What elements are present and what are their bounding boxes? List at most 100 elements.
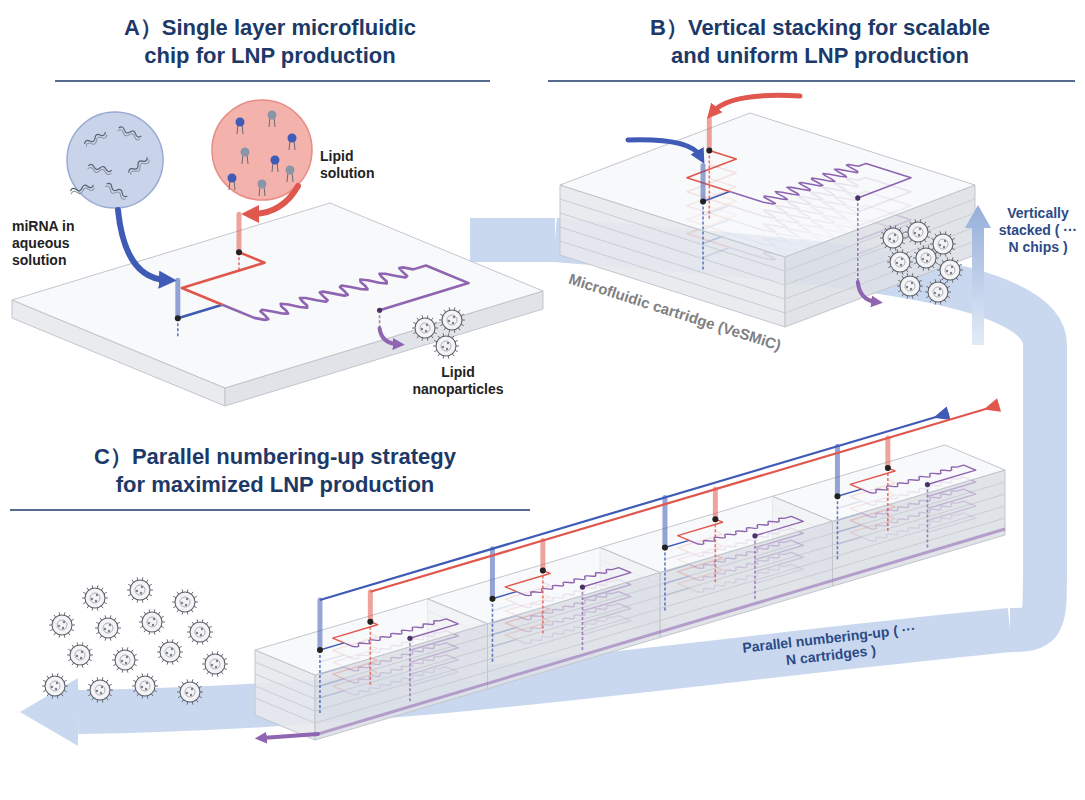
nanoparticle-cargo — [201, 628, 203, 630]
nanoparticle-cargo — [896, 262, 898, 264]
channel-layer — [474, 556, 631, 607]
nanoparticle-core — [95, 685, 105, 695]
feed-through-line — [927, 484, 929, 549]
lipid-nanoparticle — [177, 679, 203, 704]
nanoparticle-cargo — [452, 322, 454, 324]
inlet-port — [700, 199, 706, 205]
nanoparticle-cargo — [141, 686, 143, 688]
feed-through-line — [542, 570, 544, 635]
nanoparticle-cargo — [136, 590, 138, 592]
nanoparticle-cargo — [421, 328, 423, 330]
nanoparticle-core — [195, 627, 205, 637]
nanoparticle-cargo — [215, 666, 217, 668]
nanoparticle-cargo — [81, 651, 83, 653]
feed-through-line — [319, 650, 321, 715]
feed-through-line — [708, 150, 710, 220]
annotation-label: Vertically stacked ( ··· N chips ) — [994, 205, 1082, 256]
inlet-tube — [885, 438, 890, 468]
inlet-port — [489, 596, 495, 602]
mirna-strand — [70, 183, 95, 196]
mirna-strand — [87, 164, 112, 175]
lipid-head — [258, 180, 267, 189]
nanoparticle-shell — [415, 318, 435, 338]
nanoparticle-shell — [130, 580, 150, 600]
nanoparticle-cargo — [943, 246, 945, 248]
nanoparticle-cargo — [171, 648, 173, 650]
nanoparticle-cargo — [56, 682, 58, 684]
nanoparticle-cargo — [426, 324, 428, 326]
flow-arrow — [858, 282, 876, 302]
nanoparticle-core — [147, 617, 157, 627]
mirna-strand-line — [85, 133, 108, 148]
panel-heading: B）Vertical stacking for scalable and uni… — [570, 14, 1070, 69]
microchannel — [703, 191, 730, 201]
microchannel — [689, 513, 803, 549]
nanoparticle-cargo — [146, 682, 148, 684]
nanoparticle-shell — [135, 676, 155, 696]
nanoparticle-cargo — [148, 622, 150, 624]
heading-underline — [548, 80, 1075, 82]
lipid-molecule — [288, 134, 297, 151]
chip-layer-edge — [255, 672, 488, 723]
nanoparticle-cargo — [919, 228, 921, 230]
lipid-molecule — [258, 180, 267, 197]
annotation-label: miRNA in aqueous solution — [12, 218, 96, 269]
flow-band-connector — [545, 218, 555, 262]
nanoparticle-shell — [115, 650, 135, 670]
nanoparticle-cargo — [190, 694, 192, 696]
microchannel — [665, 588, 689, 595]
inlet-port — [540, 567, 546, 573]
feed-through-line — [702, 202, 704, 272]
nanoparticle-cargo — [894, 234, 896, 236]
nanoparticle-cargo — [152, 624, 154, 626]
nanoparticle-core — [210, 659, 220, 669]
nanoparticle-cargo — [191, 688, 193, 690]
lipid-molecule — [228, 174, 237, 191]
microchannel — [492, 592, 516, 599]
lipid-nanoparticle — [937, 257, 963, 282]
nanoparticle-cargo — [911, 282, 913, 284]
microchannel — [178, 305, 223, 319]
nanoparticle-core — [50, 681, 60, 691]
feed-through-line — [715, 519, 717, 584]
feed-through-line — [887, 468, 889, 533]
heading-underline — [55, 80, 490, 82]
mirna-strand-line — [129, 158, 150, 176]
feed-through-line — [379, 310, 381, 328]
channel-layer — [646, 505, 803, 556]
nanoparticle-cargo — [125, 662, 127, 664]
nanoparticle-cargo — [938, 294, 940, 296]
inlet-port — [367, 619, 373, 625]
nanoparticle-core — [420, 323, 430, 333]
feed-through-line — [837, 496, 839, 561]
lipid-nanoparticle — [49, 612, 75, 637]
nanoparticle-core — [90, 593, 100, 603]
panel: A）Single layer microfluidic chip for LNP… — [0, 0, 545, 410]
lipid-head — [271, 156, 280, 165]
nanoparticle-cargo — [76, 655, 78, 657]
nanoparticle-cargo — [95, 600, 97, 602]
mirna-strand — [128, 156, 151, 177]
nanoparticle-cargo — [181, 602, 183, 604]
lipid-molecule — [236, 118, 245, 135]
nanoparticle-cargo — [934, 292, 936, 294]
nanoparticle-shell — [442, 310, 462, 330]
annotation-label: Lipid nanoparticles — [403, 364, 513, 398]
outlet-port — [580, 584, 585, 589]
outlet-port — [407, 636, 412, 641]
mirna-strand-line — [104, 185, 127, 200]
nanoparticle-core — [140, 681, 150, 691]
inlet-tube — [713, 489, 718, 519]
manifold-inlet-arrowhead — [984, 398, 1001, 411]
nanoparticle-cargo — [104, 628, 106, 630]
nanoparticle-cargo — [166, 652, 168, 654]
nanoparticle-core — [75, 650, 85, 660]
heading-underline — [10, 509, 530, 511]
outlet-port — [377, 308, 382, 313]
lipid-nanoparticle — [82, 585, 108, 610]
inlet-port — [834, 493, 840, 499]
lipid-head — [236, 118, 245, 127]
nanoparticle-cargo — [185, 604, 187, 606]
feed-through-line — [664, 547, 666, 612]
